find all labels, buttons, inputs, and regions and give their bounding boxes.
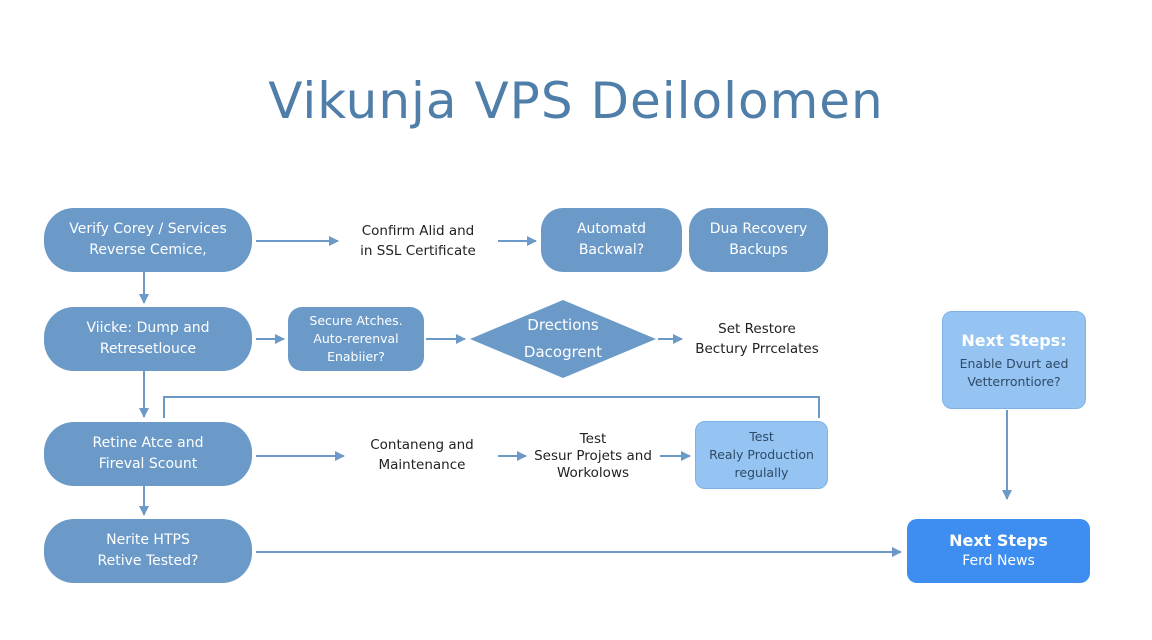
node-dump-line-1: Viicke: Dump and [86, 320, 210, 336]
node-https-line-1: Nerite HTPS [106, 532, 190, 548]
node-firewall-line-2: Fireval Scount [98, 456, 198, 472]
text-test-workflows-line-1: Test [579, 430, 607, 447]
node-https-line-2: Retive Tested? [97, 553, 199, 569]
bracket-line [163, 396, 820, 418]
node-automated-backup-line-1: Automatd [576, 221, 647, 237]
node-verify-services-line-1: Verify Corey / Services [69, 221, 227, 237]
node-next-steps-enable-line-3: Vetterrontiore? [967, 373, 1061, 389]
node-next-steps-enable: Next Steps: Enable Dvurt aed Vetterronti… [942, 311, 1086, 409]
text-test-workflows: Test Sesur Projets and Workolows [528, 428, 658, 484]
node-recovery-backups: Dua Recovery Backups [689, 208, 828, 272]
text-set-restore-line-1: Set Restore [718, 321, 796, 337]
text-maintenance: Contaneng and Maintenance [348, 434, 496, 476]
decision-label: Drections Dacogrent [470, 300, 656, 378]
text-confirm-ssl-line-1: Confirm Alid and [361, 223, 475, 239]
node-next-steps-final-heading: Next Steps [949, 531, 1048, 550]
text-maintenance-line-2: Maintenance [378, 457, 466, 473]
text-confirm-ssl: Confirm Alid and in SSL Certificate [340, 220, 496, 262]
text-set-restore-line-2: Bectury Prrcelates [695, 341, 819, 357]
node-dump: Viicke: Dump and Retresetlouce [44, 307, 252, 371]
diagram-title: Vikunja VPS Deilolomen [268, 71, 884, 130]
node-firewall-line-1: Retine Atce and [92, 435, 204, 451]
node-next-steps-final: Next Steps Ferd News [907, 519, 1090, 583]
decision-label-line-1: Drections [527, 316, 599, 334]
node-test-production-line-3: regulally [734, 465, 789, 480]
decision-label-line-2: Dacogrent [523, 343, 603, 361]
text-test-workflows-line-3: Workolows [556, 464, 630, 481]
node-secure-patches-line-3: Enabiier? [327, 349, 385, 364]
decision-diamond [470, 300, 656, 378]
node-next-steps-enable-heading: Next Steps: [961, 330, 1067, 350]
text-maintenance-line-1: Contaneng and [370, 437, 474, 453]
text-set-restore: Set Restore Bectury Prrcelates [686, 318, 828, 360]
node-https: Nerite HTPS Retive Tested? [44, 519, 252, 583]
node-secure-patches: Secure Atches. Auto-rerenval Enabiier? [288, 307, 424, 371]
node-next-steps-final-line-2: Ferd News [962, 553, 1035, 569]
node-dump-line-2: Retresetlouce [99, 341, 197, 357]
node-test-production-line-2: Realy Production [709, 447, 814, 462]
node-verify-services: Verify Corey / Services Reverse Cemice, [44, 208, 252, 272]
node-firewall: Retine Atce and Fireval Scount [44, 422, 252, 486]
text-test-workflows-line-2: Sesur Projets and [534, 447, 652, 464]
node-secure-patches-line-2: Auto-rerenval [313, 331, 399, 346]
node-automated-backup: Automatd Backwal? [541, 208, 682, 272]
text-confirm-ssl-line-2: in SSL Certificate [360, 243, 476, 259]
node-verify-services-line-2: Reverse Cemice, [89, 242, 207, 258]
node-test-production-line-1: Test [749, 429, 774, 444]
node-automated-backup-line-2: Backwal? [578, 242, 645, 258]
node-recovery-backups-line-1: Dua Recovery [709, 221, 808, 237]
node-next-steps-enable-line-2: Enable Dvurt aed [959, 355, 1069, 371]
node-recovery-backups-line-2: Backups [729, 242, 788, 258]
node-secure-patches-line-1: Secure Atches. [309, 313, 403, 328]
node-test-production: Test Realy Production regulally [695, 421, 828, 489]
